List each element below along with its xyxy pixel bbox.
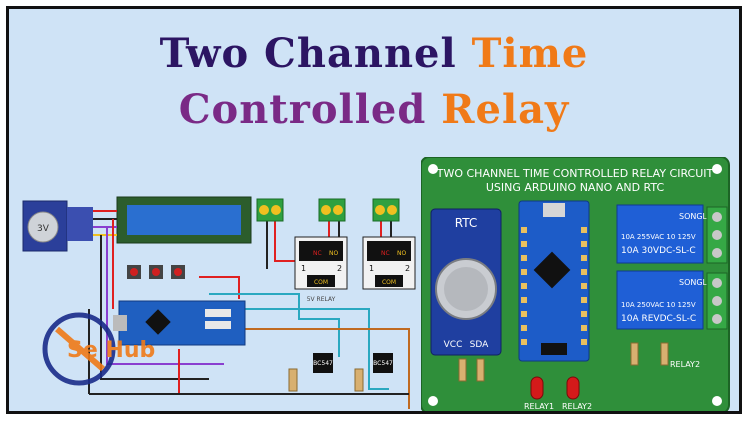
lcd-display bbox=[116, 196, 252, 244]
title-part-two-channel: Two Channel bbox=[159, 30, 472, 77]
push-buttons bbox=[127, 265, 185, 279]
pcb-relay1-rating-top: 10A 255VAC 10 125V bbox=[621, 233, 696, 241]
pcb-relay1-rating-bottom: 10A 30VDC-SL-C bbox=[621, 246, 696, 256]
pcb-relay2-led-label: RELAY2 bbox=[562, 402, 592, 411]
resistors bbox=[288, 368, 364, 392]
pcb-relay2-pin-label: RELAY2 bbox=[670, 360, 700, 369]
pcb-rtc-module: RTC VCC SDA bbox=[430, 208, 502, 356]
relay-module-1: NC NO 1 2 COM 5V RELAY bbox=[294, 236, 348, 303]
no-label-1: NO bbox=[329, 250, 338, 257]
rtc-module: 3V bbox=[22, 200, 93, 252]
pcb-relay1-led-label: RELAY1 bbox=[524, 402, 554, 411]
nc-label-2: NC bbox=[381, 250, 390, 257]
title-line-1: Two Channel Time bbox=[9, 31, 739, 77]
arduino-nano-schematic bbox=[113, 300, 246, 346]
title-part-relay: Relay bbox=[441, 86, 570, 133]
com-label-1: COM bbox=[314, 279, 328, 286]
pcb-relay2-brand: SONGLE bbox=[679, 278, 712, 287]
com-label-2: COM bbox=[382, 279, 396, 286]
thumbnail-frame: Two Channel Time Controlled Relay 3V bbox=[6, 6, 742, 414]
pcb-sda-label: SDA bbox=[470, 340, 489, 350]
no-label-2: NO bbox=[397, 250, 406, 257]
watermark-text: Se Hub bbox=[67, 338, 155, 363]
pcb-relay-1: SONGLE 10A 255VAC 10 125V 10A 30VDC-SL-C bbox=[616, 204, 712, 264]
nc-label-1: NC bbox=[313, 250, 322, 257]
pcb-relay2-rating-bottom: 10A REVDC-SL-C bbox=[621, 314, 696, 324]
pcb-screw-terminals bbox=[706, 206, 728, 330]
relay-module-label-1: 5V RELAY bbox=[307, 296, 336, 303]
title-part-time: Time bbox=[471, 30, 589, 77]
battery-label: 3V bbox=[37, 224, 50, 234]
pcb-board: TWO CHANNEL TIME CONTROLLED RELAY CIRCUI… bbox=[421, 157, 730, 411]
pcb-rtc-label: RTC bbox=[455, 216, 477, 230]
pcb-vcc-label: VCC bbox=[444, 340, 463, 350]
pcb-relay-2: SONGLE 10A 250VAC 10 125V 10A REVDC-SL-C bbox=[616, 270, 712, 330]
pin-1-label: 1 bbox=[301, 264, 306, 273]
terminal-blocks bbox=[256, 198, 400, 222]
transistor-label-2: BC547 bbox=[373, 360, 393, 367]
transistors: BC547 BC547 bbox=[313, 353, 393, 373]
pcb-relay2-rating-top: 10A 250VAC 10 125V bbox=[621, 301, 696, 309]
pcb-relay1-brand: SONGLE bbox=[679, 212, 712, 221]
pin-1-label-2: 1 bbox=[369, 264, 374, 273]
pcb-title-line-2: USING ARDUINO NANO AND RTC bbox=[486, 181, 665, 194]
title-part-controlled: Controlled bbox=[178, 86, 442, 133]
pcb-title-line-1: TWO CHANNEL TIME CONTROLLED RELAY CIRCUI… bbox=[436, 167, 714, 180]
watermark-logo: Se Hub bbox=[42, 312, 155, 386]
relay-module-2: NC NO 1 2 COM bbox=[362, 236, 416, 290]
pcb-components bbox=[458, 342, 669, 400]
title-line-2: Controlled Relay bbox=[9, 87, 739, 133]
transistor-label-1: BC547 bbox=[313, 360, 333, 367]
circuit-schematic: 3V bbox=[22, 196, 416, 409]
pcb-arduino-nano bbox=[518, 200, 590, 362]
pin-2-label-2: 2 bbox=[405, 264, 410, 273]
pin-2-label: 2 bbox=[337, 264, 342, 273]
